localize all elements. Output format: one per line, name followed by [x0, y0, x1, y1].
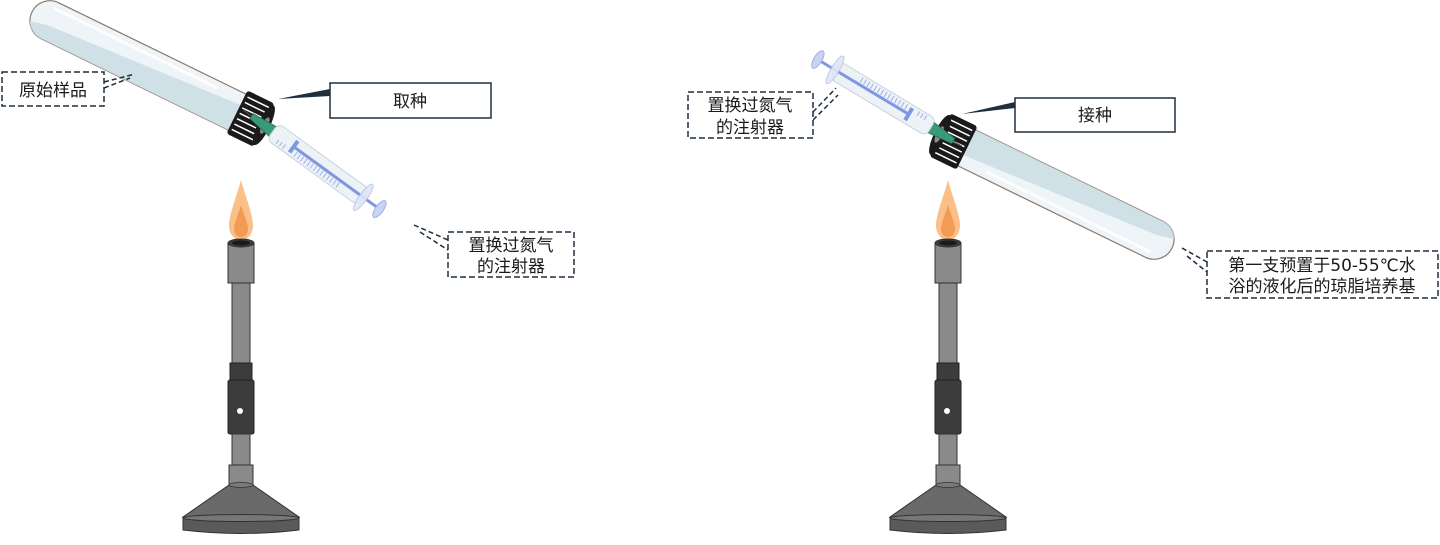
label-syringe-right-line2: 的注射器: [716, 118, 784, 138]
label-inoculate: 接种: [1078, 106, 1112, 126]
callout-syringe-left: 置换过氮气 的注射器: [413, 224, 575, 278]
label-syringe-right-line1: 置换过氮气: [708, 96, 793, 116]
right-panel: 置换过氮气 的注射器 接种 第一支预置于50-55℃水 浴的液化后的琼脂培养基: [687, 43, 1439, 534]
label-original-sample: 原始样品: [19, 81, 87, 101]
callout-inoculate: 接种: [962, 97, 1176, 133]
label-syringe-left-line2: 的注射器: [477, 257, 545, 277]
test-tube-agar-medium: [922, 109, 1185, 272]
callout-agar-tube: 第一支预置于50-55℃水 浴的液化后的琼脂培养基: [1181, 247, 1439, 299]
label-syringe-left-line1: 置换过氮气: [469, 236, 554, 256]
bunsen-burner-right: [889, 179, 1007, 534]
label-agar-tube-line1: 第一支预置于50-55℃水: [1228, 256, 1416, 276]
callout-syringe-right: 置换过氮气 的注射器: [687, 87, 839, 139]
label-agar-tube-line2: 浴的液化后的琼脂培养基: [1229, 277, 1416, 297]
callout-take-inoculum: 取种: [278, 82, 492, 119]
label-take-inoculum: 取种: [393, 92, 427, 112]
bunsen-burner-left: [182, 179, 300, 534]
left-panel: 原始样品 取种 置换过氮气 的注射器: [1, 0, 575, 534]
callout-sample: 原始样品: [1, 71, 136, 107]
